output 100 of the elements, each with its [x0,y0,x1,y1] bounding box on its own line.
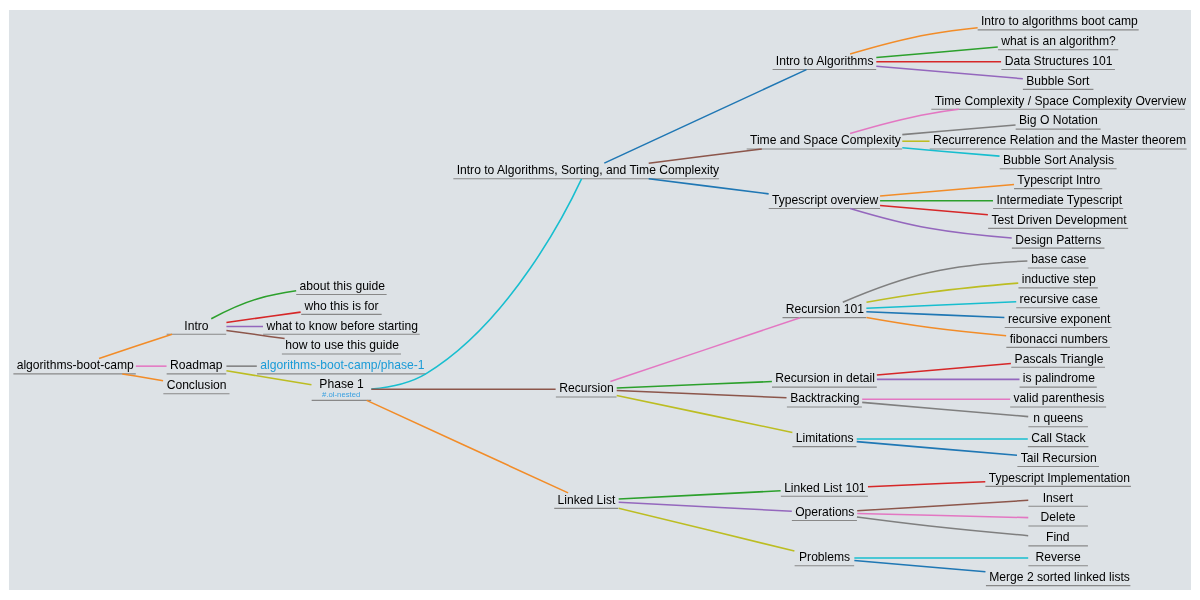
node-text: Insert [1042,490,1074,505]
connector [875,61,1002,63]
connector [225,370,313,386]
node-text: Tail Recursion [1020,450,1097,465]
node-text: Intermediate Typescript [996,192,1123,207]
connector [856,516,1029,537]
node-text: about this guide [299,278,386,293]
connector [865,316,1007,337]
connector [647,148,763,164]
node-text: algorithms-boot-camp [16,358,134,373]
connector [210,290,297,320]
connector [879,183,1015,197]
node-text: Typescript Intro [1017,173,1101,187]
connector [865,301,1017,309]
connector [370,388,557,391]
node-text: Delete [1040,510,1076,525]
connector [225,365,258,367]
connector [901,124,1017,136]
connector [849,26,979,55]
node-text: Time and Space Complexity [749,133,901,148]
connector [617,490,782,500]
connector [603,68,808,164]
connector [225,329,286,340]
node-text: Intro [184,318,209,333]
connector [875,46,999,59]
node-text: recursive case [1019,292,1098,307]
node-text: Pascals Triangle [1014,351,1104,366]
node-text: Intro to algorithms boot camp [980,14,1138,29]
node-text: n queens [1033,411,1084,426]
connector [617,507,796,552]
connector [855,438,1029,440]
connector [365,399,569,494]
connector [861,401,1029,418]
connector [98,333,173,360]
node-text: Data Structures 101 [1004,53,1113,68]
node-text: is palindrome [1022,371,1095,386]
connector [135,365,168,367]
node-text: Problems [799,550,851,565]
node-text: Recursion 101 [785,302,864,317]
connector [876,378,1021,381]
node-text: Conclusion [166,378,227,393]
connector [865,282,1019,304]
connector [615,389,788,399]
node-text: Call Stack [1031,431,1086,446]
connector [370,178,583,390]
node-text: Test Driven Development [991,212,1127,227]
node-text: Recursion [559,381,614,396]
node-text: base case [1031,252,1087,267]
connector [615,394,794,434]
connector [901,147,1001,157]
node-text: who this is for [304,298,379,313]
node-text: Linked List 101 [784,480,866,495]
node-text: fibonacci numbers [1009,331,1108,346]
node-text: Intro to Algorithms, Sorting, and Time Complexity [456,163,720,178]
node-text: Typescript overview [772,192,879,207]
connector [842,260,1029,303]
connector [849,108,960,135]
node-text: algorithms-boot-camp/phase-1 [260,358,425,373]
node-text: what is an algorithm? [1001,34,1116,49]
node-text: Linked List [557,492,616,507]
node-text: Backtracking [790,391,860,406]
node-text: inductive step [1021,272,1096,287]
connector [875,65,1024,80]
connector [225,311,302,324]
connector [865,310,1006,319]
node-text: Reverse [1035,550,1081,565]
connector [853,559,987,573]
node-text: Recursion in detail [775,371,875,386]
connector [867,480,987,488]
connector [856,499,1030,512]
connector [225,325,264,328]
node-text: Limitations [795,431,854,446]
connector [861,398,1011,400]
connector [856,512,1030,519]
connector [849,207,1013,239]
connector [647,177,770,195]
node-text: Bubble Sort [1026,73,1090,88]
node-text: what to know before starting [266,318,418,333]
connector [617,501,793,512]
connector [901,140,931,142]
node-text: Roadmap [169,358,223,373]
connector [853,557,1029,559]
connector [876,362,1012,376]
node-text: Intro to Algorithms [775,53,874,68]
node-text: Merge 2 sorted linked lists [989,569,1130,584]
node-text: Recurrerence Relation and the Master theorem [933,133,1187,148]
connector [121,373,164,382]
node-text: Phase 1 #.ol-nested [319,376,364,399]
connector [879,204,989,216]
connector [879,200,994,202]
node-text: Bubble Sort Analysis [1003,153,1115,168]
connector [615,380,773,389]
node-text: recursive exponent [1007,311,1111,326]
node-text: Find [1046,530,1070,545]
node-text: valid parenthesis [1013,391,1105,406]
node-text: Design Patterns [1015,232,1102,247]
node-text: Operations [795,504,855,519]
connector [609,316,801,383]
node-text: how to use this guide [285,338,399,353]
node-text: Typescript Implementation [988,470,1131,485]
